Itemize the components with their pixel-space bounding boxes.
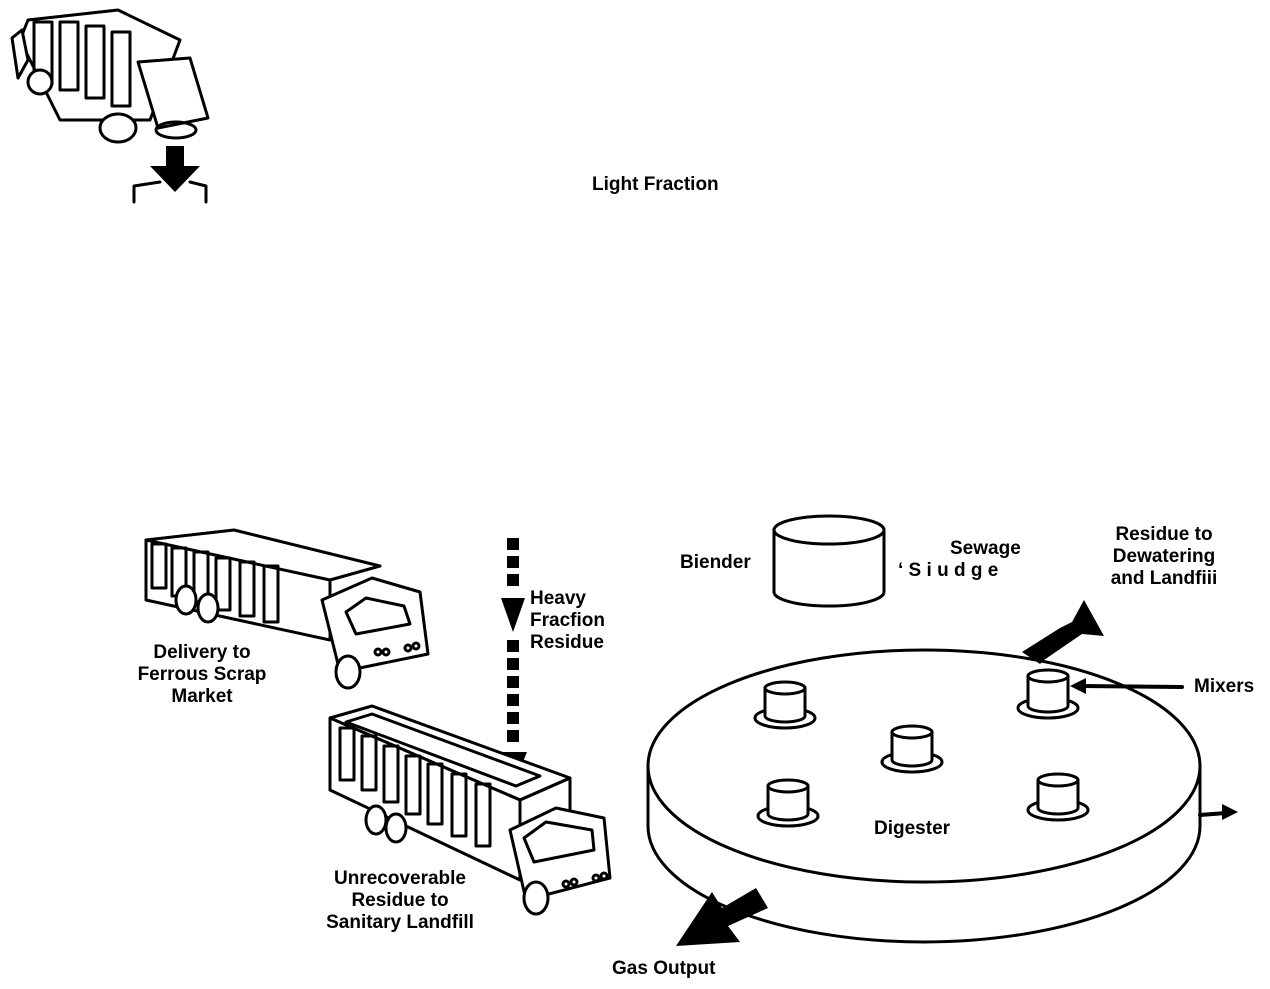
unrecoverable-residue-label: Unrecoverable Residue to Sanitary Landfi… — [300, 868, 500, 934]
heavy-fraction-line-2: Fracfion — [530, 610, 605, 631]
delivery-line-2: Ferrous Scrap — [137, 664, 267, 685]
delivery-line-3: Market — [171, 686, 233, 707]
residue-dewatering-line-2: Dewatering — [1112, 546, 1216, 567]
heavy-fraction-line-3: Residue — [530, 632, 604, 653]
residue-output-arrow-icon — [1022, 600, 1104, 664]
gas-output-label: Gas Output — [612, 958, 716, 979]
mixer-icon — [880, 724, 944, 774]
heavy-fraction-residue-label: Heavy Fracfion Residue — [530, 588, 605, 654]
hopper-icon — [132, 180, 208, 204]
gas-output-arrow-icon — [676, 888, 768, 946]
mixers-label: Mixers — [1194, 676, 1255, 697]
blender-tank-icon — [772, 514, 886, 608]
ferrous-scrap-truck-icon — [144, 528, 430, 690]
blender-label: Biender — [680, 552, 751, 573]
digester-label: Digester — [874, 818, 951, 839]
digester-tank-icon — [646, 648, 1202, 944]
residue-dewatering-line-1: Residue to — [1115, 524, 1213, 545]
unrecoverable-line-2: Residue to — [351, 890, 449, 911]
residue-dewatering-label: Residue to Dewatering and Landfiii — [1084, 524, 1244, 590]
unrecoverable-line-3: Sanitary Landfill — [326, 912, 474, 933]
delivery-line-1: Delivery to — [153, 642, 251, 663]
mixer-icon — [1016, 668, 1080, 720]
collection-truck-icon — [10, 8, 210, 144]
tipping-arrow-icon — [150, 146, 200, 192]
liquid-output-arrow-icon — [1198, 804, 1238, 820]
mixer-icon — [1026, 772, 1090, 822]
mixer-icon — [756, 778, 820, 828]
delivery-ferrous-label: Delivery to Ferrous Scrap Market — [112, 642, 292, 708]
sewage-label: Sewage — [950, 538, 1021, 559]
heavy-fraction-arrow-icon — [499, 538, 527, 786]
unrecoverable-line-1: Unrecoverable — [333, 868, 466, 889]
landfill-truck-icon — [328, 704, 612, 916]
heavy-fraction-line-1: Heavy — [530, 588, 586, 609]
mixer-icon — [753, 680, 817, 730]
light-fraction-label: Light Fraction — [592, 174, 719, 195]
residue-dewatering-line-3: and Landfiii — [1110, 568, 1218, 589]
mixers-pointer-arrow-icon — [1070, 678, 1184, 694]
sludge-label: ‘ S i u d g e — [898, 560, 999, 581]
